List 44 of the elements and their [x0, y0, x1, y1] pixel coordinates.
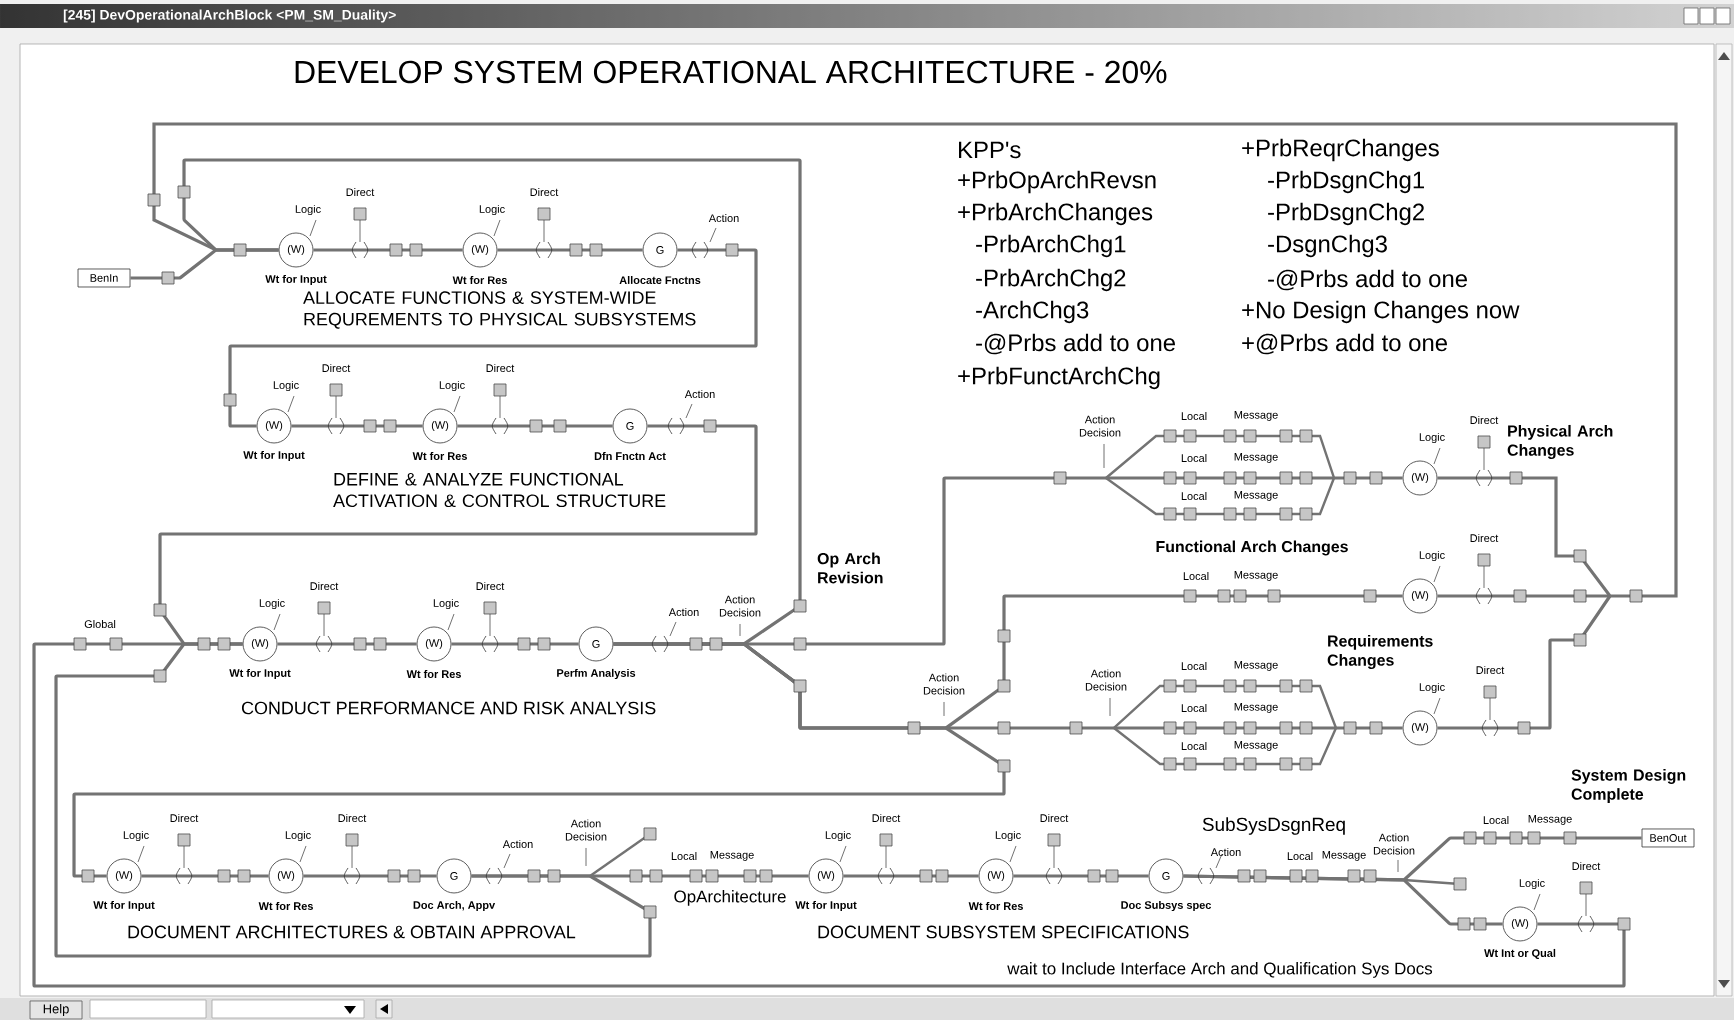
block-caption: DOCUMENT ARCHITECTURES & OBTAIN APPROVAL	[128, 925, 576, 939]
connector	[843, 874, 979, 878]
connector	[277, 642, 417, 646]
connector	[54, 642, 652, 958]
kpp-text: +No Design Changes now	[1242, 300, 1520, 324]
connector	[1437, 594, 1610, 598]
connector	[497, 248, 643, 252]
connector	[32, 642, 1626, 988]
block-caption: DOCUMENT SUBSYSTEM SPECIFICATIONS	[818, 925, 1189, 939]
connector	[158, 424, 758, 646]
kpp-text: -PrbArchChg2	[976, 268, 1126, 292]
kpp-text: -@Prbs add to one	[976, 333, 1175, 355]
kpp-text: +PrbArchChanges	[958, 202, 1153, 226]
connector	[182, 158, 802, 646]
kpp-text: +@Prbs add to one	[1242, 333, 1447, 355]
block-caption: CONDUCT PERFORMANCE AND RISK ANALYSIS	[241, 701, 656, 715]
connector	[303, 874, 437, 878]
block-caption: DEFINE & ANALYZE FUNCTIONAL ACTIVATION & CONTROL STRUCTURE	[333, 472, 666, 508]
kpp-text: +PrbOpArchRevsn	[958, 170, 1156, 194]
connector	[1013, 874, 1149, 878]
connector	[1183, 874, 1503, 926]
block-caption: ALLOCATE FUNCTIONS & SYSTEM-WIDE REQUREMENTS TO PHYSICAL SUBSYSTEMS	[303, 291, 696, 329]
connector	[313, 248, 463, 252]
kpp-text: -PrbDsgnChg1	[1268, 170, 1424, 194]
connector	[228, 248, 758, 428]
kpp-text: +PrbFunctArchChg	[958, 366, 1160, 390]
connector	[291, 424, 423, 428]
diagram-title: DEVELOP SYSTEM OPERATIONAL ARCHITECTURE - 20%	[295, 60, 1167, 84]
flow-label: wait to Include Interface Arch and Qualification Sys Docs	[1007, 962, 1433, 978]
kpp-text: KPP's	[959, 141, 1021, 159]
kpp-text: -@Prbs add to one	[1268, 269, 1467, 291]
flow-label: SubSysDsgnReq	[1202, 817, 1345, 835]
kpp-text: -PrbArchChg1	[976, 234, 1126, 258]
connector	[152, 122, 1678, 598]
flow-label: OpArchitecture	[674, 890, 786, 906]
connector	[141, 874, 269, 878]
connector	[457, 424, 613, 428]
connector	[451, 642, 579, 646]
connector	[1437, 595, 1612, 730]
kpp-text: -PrbDsgnChg2	[1268, 202, 1424, 226]
kpp-text: -DsgnChg3	[1268, 234, 1387, 258]
kpp-text: +PrbReqrChanges	[1242, 138, 1439, 162]
connector	[72, 642, 1006, 878]
kpp-text: -ArchChg3	[976, 300, 1089, 324]
